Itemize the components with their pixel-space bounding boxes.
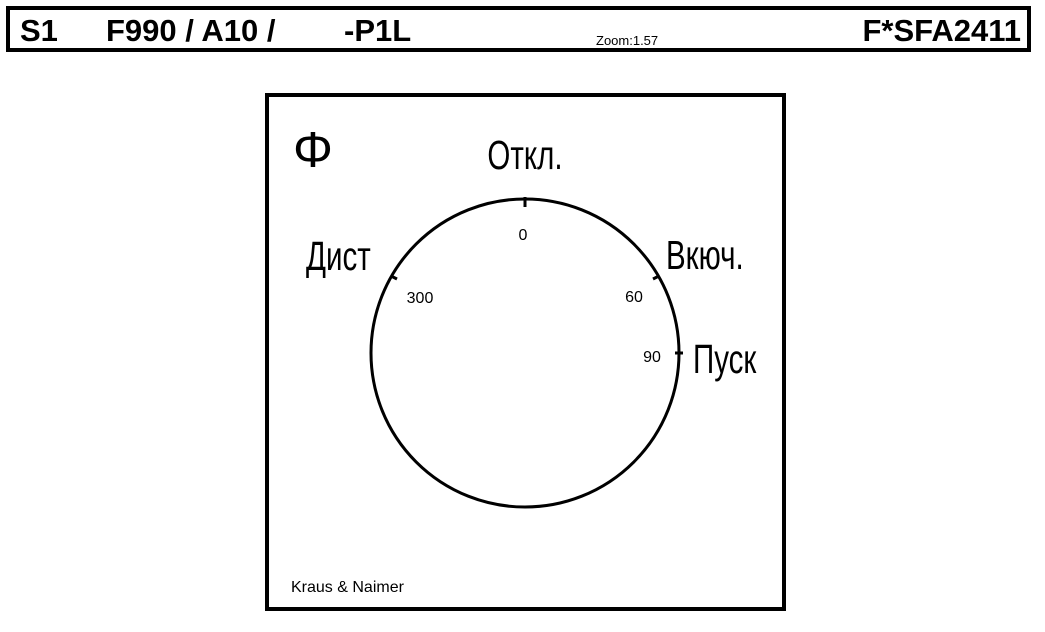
position-label-start: Пуск xyxy=(693,336,757,382)
switch-plate: Φ 0 60 90 300 Откл. Вкюч. Пуск Дист Krau… xyxy=(265,93,786,611)
dial-diagram: Φ 0 60 90 300 Откл. Вкюч. Пуск Дист Krau… xyxy=(291,122,757,596)
angle-90: 90 xyxy=(643,349,661,366)
designation: S1 xyxy=(20,13,58,48)
phase-symbol: Φ xyxy=(293,122,333,178)
position-label-remote: Дист xyxy=(306,233,371,279)
angle-300: 300 xyxy=(407,290,434,307)
zoom-level: Zoom:1.57 xyxy=(596,33,659,48)
position-label-off: Откл. xyxy=(487,132,562,178)
tick-60 xyxy=(652,274,660,281)
brand-label: Kraus & Naimer xyxy=(291,579,405,596)
title-bar: S1 F990 / A10 / -P1L Zoom:1.57 F*SFA2411 xyxy=(6,6,1031,52)
type-code: F990 / A10 / xyxy=(106,13,276,48)
variant-code: -P1L xyxy=(344,13,412,48)
dial-circle xyxy=(369,197,681,509)
article-number: F*SFA2411 xyxy=(862,13,1021,48)
tick-300 xyxy=(390,274,398,281)
position-label-on: Вкюч. xyxy=(666,232,744,278)
angle-0: 0 xyxy=(519,227,528,244)
angle-60: 60 xyxy=(625,289,643,306)
